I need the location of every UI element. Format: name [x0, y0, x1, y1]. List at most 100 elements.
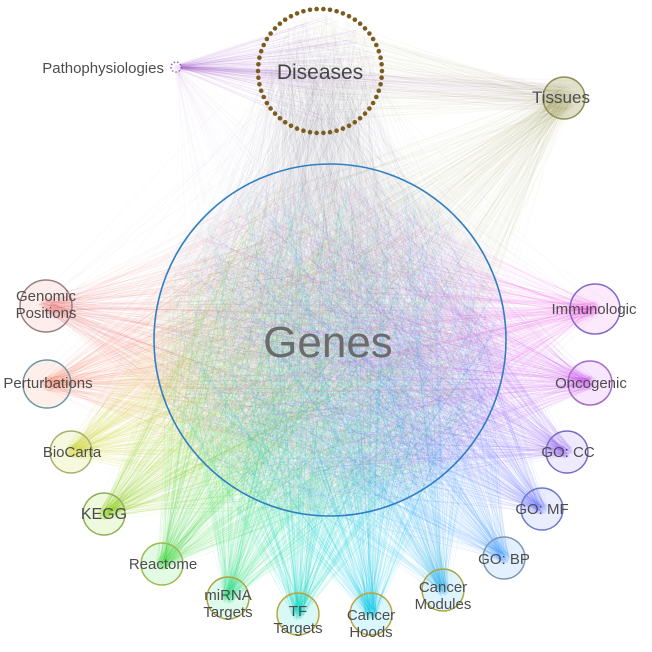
edge-layer — [34, 14, 604, 622]
node-gomf[interactable] — [520, 487, 564, 531]
node-diseases-dot — [352, 17, 358, 23]
node-cancermodules[interactable] — [421, 568, 465, 612]
node-diseases-dot — [261, 42, 267, 48]
edges-diseases-to-gobp — [271, 36, 516, 565]
node-label-pathophysiologies: Pathophysiologies — [42, 60, 164, 77]
node-biocarta[interactable] — [49, 430, 93, 474]
edges-tissues-to-genes — [165, 85, 577, 504]
node-diseases-dot — [277, 21, 283, 27]
node-genomic[interactable] — [19, 279, 73, 333]
node-diseases-dot — [340, 126, 346, 131]
node-diseases-dot — [321, 6, 326, 12]
node-tf[interactable] — [276, 592, 320, 636]
node-diseases-dot — [357, 21, 363, 27]
edges-diseases-to-mirna — [218, 25, 363, 603]
node-diseases-dot — [268, 106, 273, 111]
node-diseases-dot — [314, 6, 319, 12]
edges-gocc-to-genes — [162, 176, 574, 503]
edges-kegg-to-genes — [97, 175, 488, 521]
node-diseases-dot — [379, 68, 385, 74]
node-diseases-dot — [307, 7, 313, 13]
node-diseases-dot — [264, 100, 270, 106]
node-diseases-dot — [370, 36, 376, 42]
edges-perturbations-to-genes — [40, 174, 497, 507]
node-label-biocarta: BioCarta — [43, 444, 102, 461]
node-diseases-dot — [314, 130, 319, 136]
node-diseases-dot — [367, 106, 372, 111]
node-diseases-dot — [370, 100, 376, 106]
node-diseases-dot — [321, 130, 326, 136]
edges-diseases-to-perturbations — [34, 66, 367, 391]
node-diseases-dot — [282, 17, 288, 23]
node-diseases-dot — [282, 120, 288, 125]
node-gocc[interactable] — [545, 430, 589, 474]
node-diseases-dot — [257, 82, 262, 87]
node-diseases-dot — [268, 31, 273, 36]
node-pathophysiologies[interactable] — [170, 61, 182, 73]
node-label-gomf: GO: MF — [515, 501, 568, 518]
node-diseases-dot — [374, 42, 379, 48]
node-diseases-dot — [256, 75, 261, 80]
node-reactome[interactable] — [140, 542, 184, 586]
node-gobp[interactable] — [482, 536, 526, 580]
node-diseases-dot — [346, 13, 352, 19]
edges-tf-to-genes — [169, 174, 499, 621]
edges-genomic-to-genes — [38, 173, 496, 510]
node-cancerhoods[interactable] — [349, 592, 393, 636]
edges-tissues-to-diseases — [266, 14, 577, 128]
node-label-kegg: KEGG — [81, 506, 127, 523]
node-diseases-dot — [258, 48, 264, 54]
edges-reactome-to-genes — [155, 178, 490, 571]
node-label-gobp: GO: BP — [478, 551, 530, 568]
node-oncogenic[interactable] — [567, 360, 613, 406]
edges-cancermodules-to-genes — [183, 171, 494, 597]
node-diseases-dot — [334, 9, 339, 14]
edges-diseases-to-biocarta — [69, 28, 337, 460]
node-diseases-dot — [362, 111, 368, 116]
edges-diseases-to-gomf — [276, 18, 547, 518]
node-diseases-dot — [272, 26, 278, 31]
edges-oncogenic-to-genes — [171, 175, 597, 505]
node-diseases[interactable] — [255, 6, 385, 136]
node-diseases-dot — [340, 11, 346, 16]
node-mirna[interactable] — [206, 576, 250, 620]
node-diseases-dot — [334, 128, 339, 133]
node-perturbations[interactable] — [22, 359, 72, 409]
node-diseases-dot — [376, 48, 382, 54]
node-diseases-dot — [379, 62, 384, 67]
label-layer: GenesDiseasesPathophysiologiesTissuesGen… — [3, 60, 637, 641]
node-kegg[interactable] — [82, 492, 126, 536]
node-immunologic[interactable] — [569, 283, 621, 335]
node-diseases-dot — [257, 55, 262, 60]
edges-diseases-to-tf — [298, 29, 362, 622]
node-tissues[interactable] — [542, 76, 586, 120]
edges-gomf-to-genes — [166, 169, 549, 516]
edges-gobp-to-genes — [162, 179, 511, 565]
node-diseases-dot — [357, 116, 363, 121]
node-genes[interactable] — [153, 163, 507, 517]
edges-diseases-to-reactome — [151, 31, 359, 564]
node-label-diseases: Diseases — [277, 61, 363, 84]
node-label-tissues: Tissues — [532, 88, 590, 107]
node-diseases-dot — [301, 9, 306, 14]
edges-mirna-to-genes — [165, 177, 498, 604]
edges-diseases-to-genomic — [41, 17, 340, 317]
node-diseases-dot — [256, 62, 261, 67]
node-diseases-dot — [288, 13, 294, 19]
node-diseases-dot — [277, 116, 283, 121]
node-layer — [19, 6, 621, 636]
node-diseases-dot — [352, 120, 358, 125]
node-diseases-dot — [261, 94, 267, 100]
node-diseases-dot — [362, 26, 368, 31]
edges-diseases-to-cancerhoods — [281, 24, 380, 618]
node-diseases-dot — [374, 94, 379, 100]
node-diseases-dot — [255, 68, 261, 74]
node-label-gocc: GO: CC — [541, 444, 595, 461]
node-diseases-dot — [327, 7, 333, 13]
node-diseases-dot — [301, 128, 306, 133]
